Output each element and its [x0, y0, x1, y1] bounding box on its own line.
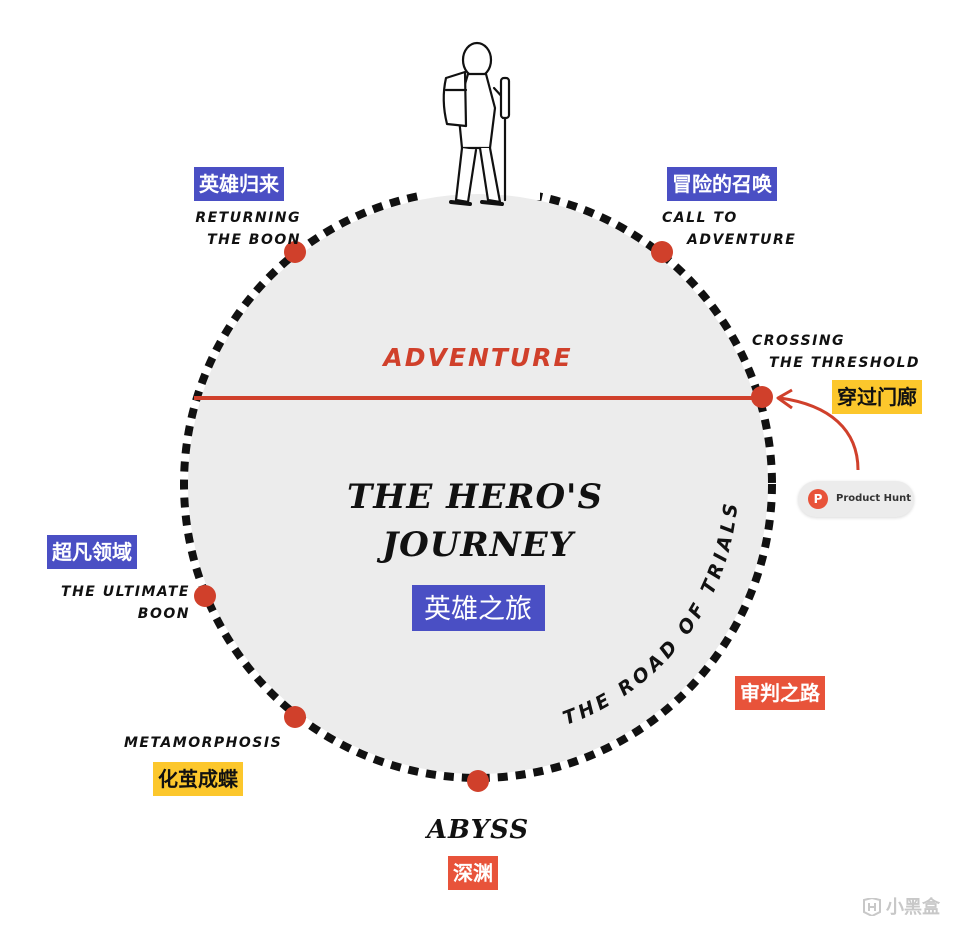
watermark-logo-icon [863, 898, 881, 916]
stage-dot-call [651, 241, 673, 263]
adventure-label: ADVENTURE [381, 343, 572, 372]
center-title-cn: 英雄之旅 [424, 594, 532, 625]
stage-cn-metamorphosis: 化茧成蝶 [153, 762, 243, 796]
stage-dot-returning [284, 241, 306, 263]
journey-dotted-ring [180, 186, 776, 782]
stage-en-metamorphosis: METAMORPHOSIS [124, 735, 283, 751]
stage-cn-returning: 英雄归来 [194, 167, 284, 201]
stage-en-ultimate: THE ULTIMATE BOON [61, 584, 190, 622]
stage-cn-road: 审判之路 [735, 676, 825, 710]
stage-dot-metamorphosis [284, 706, 306, 728]
threshold-arrow [779, 396, 860, 471]
arrow-head [776, 388, 793, 410]
watermark: 小黑盒 [862, 893, 940, 919]
stage-dot-crossing [751, 386, 773, 408]
stage-en-crossing: CROSSING THE THRESHOLD [752, 333, 921, 371]
center-title-cn-bg [412, 585, 545, 631]
hiker-icon [442, 41, 511, 206]
stage-cn-ultimate: 超凡领域 [47, 535, 137, 569]
stage-dot-abyss [467, 770, 489, 792]
product-hunt-badge[interactable]: P Product Hunt [798, 481, 914, 517]
abyss-label: ABYSS [424, 815, 529, 845]
center-title-line1: THE HERO'S [347, 477, 603, 517]
stage-cn-call: 冒险的召唤 [667, 167, 777, 201]
stage-en-call: CALL TO ADVENTURE [662, 210, 797, 248]
watermark-text: 小黑盒 [886, 897, 940, 918]
stage-dot-ultimate [194, 585, 216, 607]
product-hunt-logo-icon: P [808, 489, 828, 509]
product-hunt-label: Product Hunt [836, 493, 911, 504]
center-title-line2: JOURNEY [376, 525, 576, 565]
stage-en-returning: RETURNING THE BOON [195, 210, 301, 248]
stage-cn-crossing: 穿过门廊 [832, 380, 922, 414]
journey-circle-fill [188, 194, 768, 774]
stage-cn-abyss: 深渊 [448, 856, 498, 890]
